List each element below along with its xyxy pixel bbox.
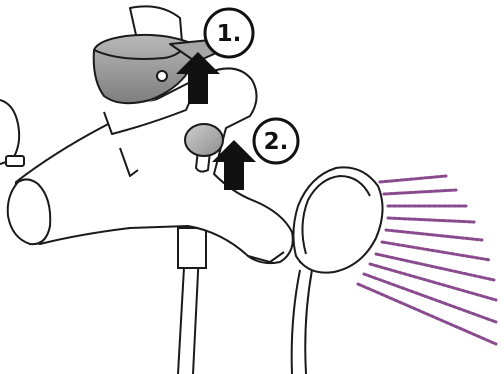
step-2-badge: 2. [254, 119, 298, 163]
step-2-label: 2. [264, 129, 289, 155]
step-1-badge: 1. [205, 9, 253, 57]
wall-fixture [0, 100, 24, 166]
hand-shower [293, 167, 382, 272]
step-1-label: 1. [217, 21, 242, 47]
spray-streak [380, 176, 446, 182]
spray-streak [388, 218, 474, 222]
spray-streak [384, 190, 456, 194]
spray-streak [382, 242, 490, 260]
spray-streak [386, 230, 482, 240]
